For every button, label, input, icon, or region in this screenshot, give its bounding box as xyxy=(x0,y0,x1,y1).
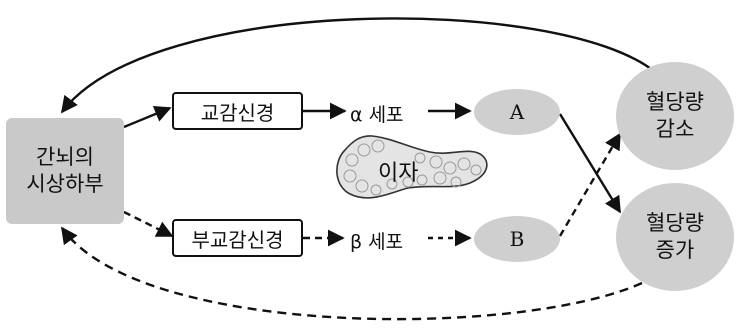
beta-cell-label: β 세포 xyxy=(350,231,404,253)
feedback-arrow-increase xyxy=(61,226,643,321)
arrow-to-parasympathetic xyxy=(123,210,174,238)
arrow-to-sympathetic xyxy=(123,106,172,129)
pancreas-illustration xyxy=(336,135,488,199)
glucose-decrease-line2: 감소 xyxy=(655,117,695,141)
arrow-a-to-increase xyxy=(558,113,622,214)
hypothalamus-line2: 시상하부 xyxy=(26,172,104,196)
arrow-b-to-decrease xyxy=(558,132,622,237)
glucose-increase-ellipse: 혈당량 증가 xyxy=(616,183,734,291)
pancreas-label: 이자 xyxy=(378,161,419,186)
sympathetic-nerve-label: 교감신경 xyxy=(200,100,275,125)
parasympathetic-nerve-label: 부교감신경 xyxy=(191,227,284,252)
glucose-decrease-line1: 혈당량 xyxy=(646,89,704,114)
hypothalamus-box: 간뇌의 시상하부 xyxy=(6,118,124,224)
hormone-b-ellipse: B xyxy=(474,216,560,262)
hypothalamus-line1: 간뇌의 xyxy=(36,144,94,169)
alpha-cell-label: α 세포 xyxy=(350,104,404,126)
hormone-a-label: A xyxy=(509,100,525,124)
glucose-increase-line1: 혈당량 xyxy=(646,210,704,235)
sympathetic-nerve-box: 교감신경 xyxy=(172,92,303,130)
hormone-b-label: B xyxy=(509,227,525,251)
feedback-arrow-decrease xyxy=(60,17,656,114)
glucose-decrease-ellipse: 혈당량 감소 xyxy=(616,62,734,170)
glucose-increase-line2: 증가 xyxy=(655,238,695,262)
parasympathetic-nerve-box: 부교감신경 xyxy=(172,219,303,257)
hormone-a-ellipse: A xyxy=(474,89,560,135)
